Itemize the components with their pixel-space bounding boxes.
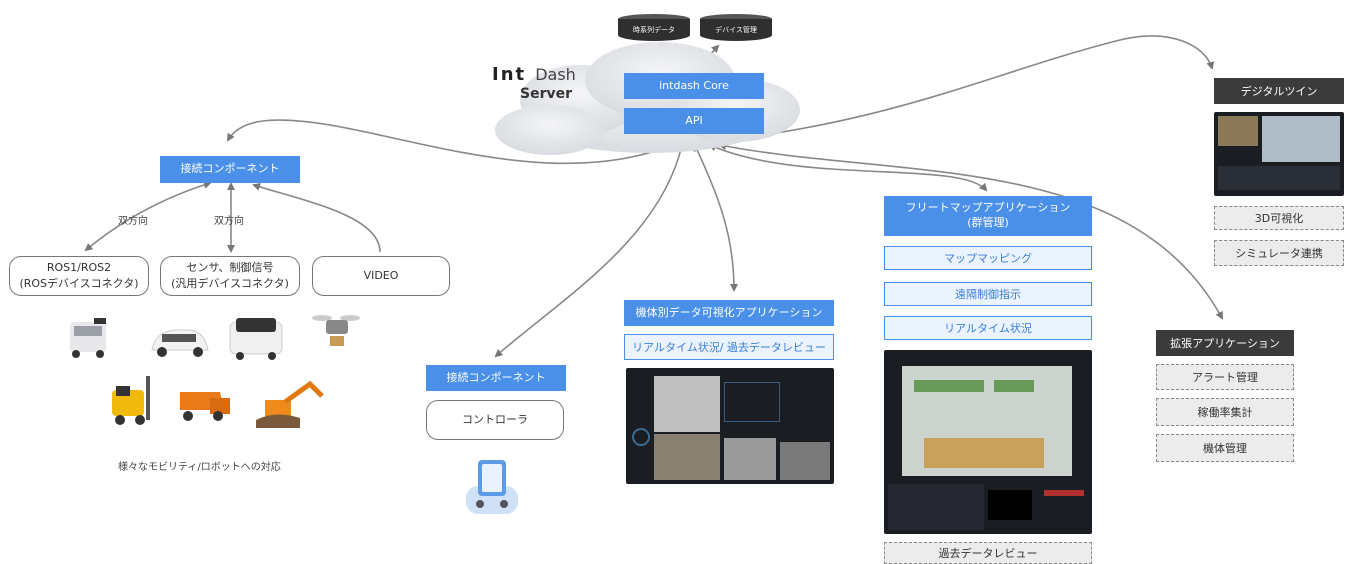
ros-box: ROS1/ROS2 (ROSデバイスコネクタ)	[9, 256, 149, 296]
twin-camera-pane	[1218, 116, 1258, 146]
fleet-item: リアルタイム状況	[884, 316, 1092, 340]
fleet-map-shelves	[924, 438, 1044, 468]
drone-icon	[312, 315, 360, 346]
controller-connect-component: 接続コンポーネント	[426, 365, 566, 391]
sensor-line1: センサ、制御信号	[186, 260, 274, 274]
arrow-api-controller	[494, 143, 685, 358]
twin-gauge-pane	[1218, 166, 1340, 190]
car-icon	[151, 329, 209, 357]
mobility-caption: 様々なモビリティ/ロボットへの対応	[118, 462, 281, 473]
server-label: Server	[520, 86, 573, 102]
controller-box: コントローラ	[426, 400, 564, 440]
viz-app-sub: リアルタイム状況/ 過去データレビュー	[624, 334, 834, 360]
fleet-list-pane	[888, 484, 984, 530]
fleet-title-line2: (群管理)	[967, 216, 1009, 229]
api-box: API	[624, 108, 764, 134]
arrow-api-ext	[718, 142, 1223, 320]
delivery-robot-icon	[70, 318, 106, 358]
fleet-screenshot	[884, 350, 1092, 534]
shuttle-icon	[229, 318, 283, 360]
dump-truck-icon	[180, 392, 230, 421]
twin-3d-pane	[1262, 116, 1340, 162]
twin-item: 3D可視化	[1214, 206, 1344, 230]
sensor-line2: (汎用デバイスコネクタ)	[171, 277, 289, 290]
fleet-map-zone	[994, 380, 1034, 392]
ext-item: 機体管理	[1156, 434, 1294, 462]
viz-camera-pane	[780, 442, 830, 480]
fleet-status-bar	[1044, 490, 1084, 496]
viz-camera-pane	[654, 434, 720, 480]
fleet-item: 遠隔制御指示	[884, 282, 1092, 306]
db-timeseries-label: 時系列データ	[618, 19, 690, 41]
viz-graph-pane	[724, 382, 780, 422]
viz-app-title: 機体別データ可視化アプリケーション	[624, 300, 834, 326]
arrow-api-twin	[723, 35, 1215, 144]
fleet-camera-pane	[988, 490, 1032, 520]
forklift-icon	[112, 376, 150, 425]
ext-item: 稼働率集計	[1156, 398, 1294, 426]
fleet-item: マップマッピング	[884, 246, 1092, 270]
ros-line2: (ROSデバイスコネクタ)	[19, 277, 139, 290]
logo-dash: Dash	[535, 65, 576, 84]
fleet-app-title: フリートマップアプリケーション (群管理)	[884, 196, 1092, 236]
ext-item: アラート管理	[1156, 364, 1294, 390]
db-device-label: デバイス管理	[700, 19, 772, 41]
ros-line1: ROS1/ROS2	[46, 260, 112, 274]
arrow-bidir-ros	[84, 180, 212, 252]
video-box: VIDEO	[312, 256, 450, 296]
viz-gauge	[632, 428, 650, 446]
mobility-illustrations	[70, 315, 360, 428]
fleet-past-review: 過去データレビュー	[884, 542, 1092, 564]
intdash-logo: Int Dash	[492, 64, 576, 85]
logo-int: Int	[492, 64, 527, 85]
excavator-icon	[256, 380, 324, 428]
bidir-label-2: 双方向	[214, 216, 244, 227]
fleet-map-zone	[914, 380, 984, 392]
ext-title: 拡張アプリケーション	[1156, 330, 1294, 356]
intdash-core-box: intdash Core	[624, 73, 764, 99]
viz-camera-pane	[724, 438, 776, 480]
bidir-label-1: 双方向	[118, 216, 148, 227]
cloud-shape	[495, 42, 800, 155]
viz-screenshot	[626, 368, 834, 484]
twin-title: デジタルツイン	[1214, 78, 1344, 104]
fleet-title-line1: フリートマップアプリケーション	[905, 201, 1071, 215]
twin-screenshot	[1214, 112, 1344, 196]
left-connect-component: 接続コンポーネント	[160, 156, 300, 183]
sensor-box: センサ、制御信号 (汎用デバイスコネクタ)	[160, 256, 300, 296]
arrow-video	[252, 183, 381, 253]
db-device: デバイス管理	[700, 14, 772, 44]
twin-item: シミュレータ連携	[1214, 240, 1344, 266]
viz-camera-pane	[654, 376, 720, 432]
db-timeseries: 時系列データ	[618, 14, 690, 44]
controller-device-icon	[466, 460, 518, 514]
